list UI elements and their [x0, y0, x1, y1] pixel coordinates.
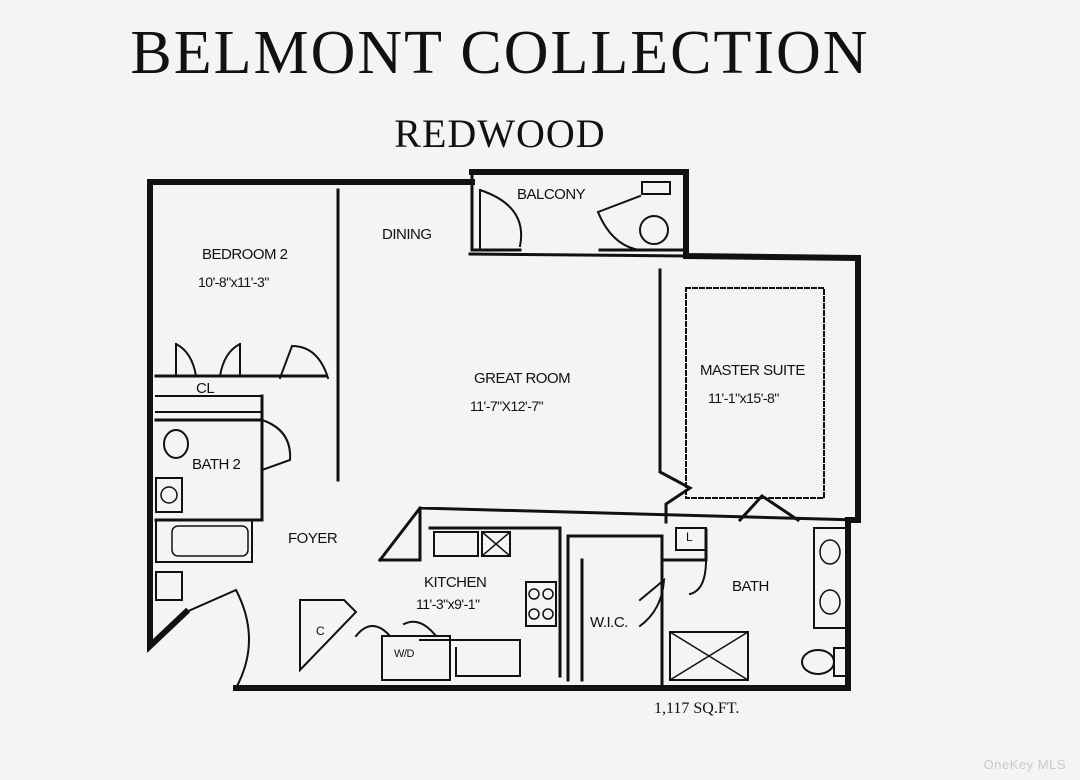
closet [155, 342, 263, 413]
room-dims-kitchen: 11'-3"x9'-1" [416, 596, 480, 612]
plan-title: BELMONT COLLECTION [130, 19, 870, 87]
master-suite-wall [658, 268, 693, 524]
dining-balcony-wall [468, 252, 688, 258]
room-label-dining: DINING [382, 226, 432, 243]
balcony-hvac [639, 215, 669, 245]
entry-door [184, 588, 250, 690]
room-label-closet: CL [196, 380, 215, 397]
bath2-toilet [163, 429, 189, 459]
master-bath-shower [669, 631, 749, 681]
room-dims-great-room: 11'-7"X12'-7" [470, 398, 544, 414]
utility-box [155, 571, 183, 601]
kitchen-sink [433, 531, 479, 557]
room-label-great-room: GREAT ROOM [474, 370, 571, 387]
master-bath-vanity [813, 527, 849, 629]
balcony-door-right [596, 194, 642, 252]
master-bath-toilet [801, 649, 835, 675]
kitchen-island [419, 639, 521, 677]
master-bath-walls [660, 494, 801, 690]
square-footage: 1,117 SQ.FT. [654, 700, 740, 717]
wic-walls [566, 534, 664, 682]
room-label-wic: W.I.C. [590, 614, 628, 631]
bath2-tub [155, 519, 253, 563]
room-dims-bedroom2: 10'-8"x11'-3" [198, 274, 269, 290]
room-label-bath2: BATH 2 [192, 456, 241, 473]
room-label-bath: BATH [732, 578, 769, 595]
room-label-foyer: FOYER [288, 530, 338, 547]
master-bath-door [688, 558, 708, 596]
room-label-kitchen: KITCHEN [424, 574, 487, 591]
coat-closet [299, 599, 358, 673]
balcony-wall [470, 170, 688, 252]
linen-closet [675, 527, 707, 551]
room-label-coat-closet: C [316, 624, 325, 638]
master-suite-bed-outline [685, 287, 825, 499]
balcony-unit [641, 181, 671, 195]
room-dims-master-suite: 11'-1"x15'-8" [708, 390, 779, 406]
kitchen-counter [377, 506, 860, 678]
room-label-master-suite: MASTER SUITE [700, 362, 805, 379]
wic-door [638, 577, 666, 628]
bedroom2-door [278, 344, 330, 380]
bath2-door [260, 418, 292, 472]
room-label-washer-dryer: W/D [394, 648, 414, 660]
room-label-balcony: BALCONY [517, 186, 586, 203]
balcony-door [478, 188, 523, 249]
watermark: OneKey MLS [983, 757, 1066, 772]
plan-subtitle: REDWOOD [394, 111, 606, 156]
washer-dryer [381, 635, 451, 681]
bath2-sink [155, 477, 183, 513]
room-label-linen: L [686, 530, 693, 544]
kitchen-range [525, 581, 557, 627]
room-label-bedroom2: BEDROOM 2 [202, 246, 288, 263]
